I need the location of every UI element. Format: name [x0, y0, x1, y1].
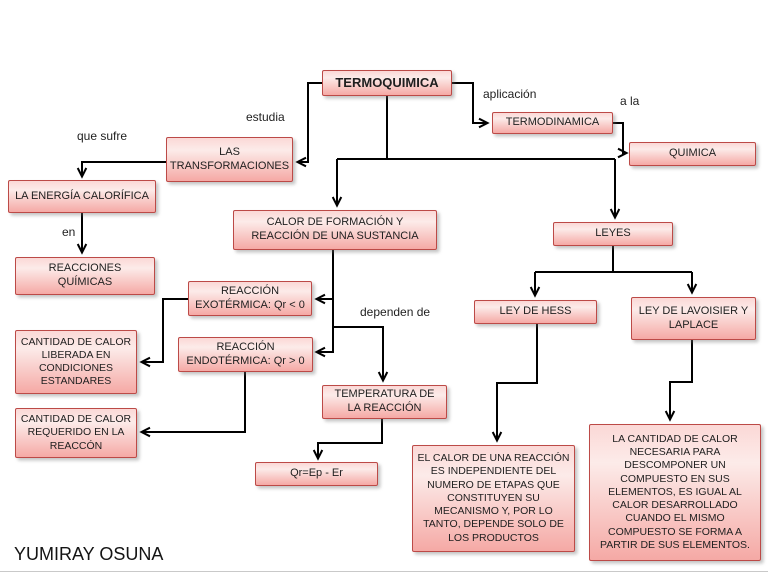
- node-cantidad-requerida: CANTIDAD DE CALOR REQUERIDO EN LA REACCÓ…: [15, 408, 137, 458]
- connector-termoquimica-termodinamica: [452, 82, 490, 129]
- edge-label-dependen-de: dependen de: [360, 305, 431, 319]
- node-qr-formula: Qr=Ep - Er: [255, 462, 378, 486]
- node-reaccion-exotermica: REACCIÓN EXOTÉRMICA: Qr < 0: [188, 281, 312, 316]
- node-reaccion-endotermica: REACCIÓN ENDOTÉRMICA: Qr > 0: [178, 337, 313, 372]
- connector-exotermica-liberada: [139, 298, 188, 368]
- node-quimica: QUIMICA: [629, 142, 756, 166]
- connector-transformaciones-energia: [76, 161, 166, 179]
- slide-bottom-border: [0, 571, 768, 572]
- node-cantidad-descomponer: LA CANTIDAD DE CALOR NECESARIA PARA DESC…: [589, 424, 761, 561]
- connector-calor-temperatura: [333, 326, 389, 383]
- node-termodinamica: TERMODINAMICA: [492, 112, 613, 134]
- node-reacciones-quimicas: REACCIONES QUÍMICAS: [15, 257, 155, 295]
- node-leyes: LEYES: [553, 222, 673, 246]
- edge-label-en: en: [62, 225, 76, 239]
- connector-endotermica-requerida: [139, 372, 246, 438]
- connector-lavoisier-parrafo: [664, 340, 693, 422]
- author-name: YUMIRAY OSUNA: [14, 544, 164, 564]
- node-energia-calorifica: LA ENERGÍA CALORÍFICA: [8, 180, 156, 213]
- node-calor-independiente: EL CALOR DE UNA REACCIÓN ES INDEPENDIENT…: [412, 445, 575, 552]
- node-cantidad-liberada: CANTIDAD DE CALOR LIBERADA EN CONDICIONE…: [15, 330, 137, 394]
- node-temperatura: TEMPERATURA DE LA REACCIÓN: [322, 385, 447, 419]
- connector-calor-endotermica: [314, 250, 334, 358]
- edge-label-estudia: estudia: [246, 110, 285, 124]
- node-termoquimica: TERMOQUIMICA: [322, 70, 452, 96]
- edge-label-aplicacion: aplicación: [483, 87, 537, 101]
- edge-label-a-la: a la: [620, 94, 640, 108]
- connector-hess-parrafo: [491, 324, 538, 443]
- node-ley-hess: LEY DE HESS: [474, 300, 597, 324]
- connector-temperatura-formula: [312, 419, 383, 461]
- connector-termoquimica-transformaciones: [295, 82, 322, 168]
- node-ley-lavoisier: LEY DE LAVOISIER Y LAPLACE: [631, 297, 756, 340]
- edge-label-que-sufre: que sufre: [77, 129, 128, 143]
- connector-termodinamica-quimica: [613, 122, 629, 159]
- node-transformaciones: LAS TRANSFORMACIONES: [166, 137, 293, 182]
- node-calor-formacion: CALOR DE FORMACIÓN Y REACCIÓN DE UNA SUS…: [233, 210, 437, 250]
